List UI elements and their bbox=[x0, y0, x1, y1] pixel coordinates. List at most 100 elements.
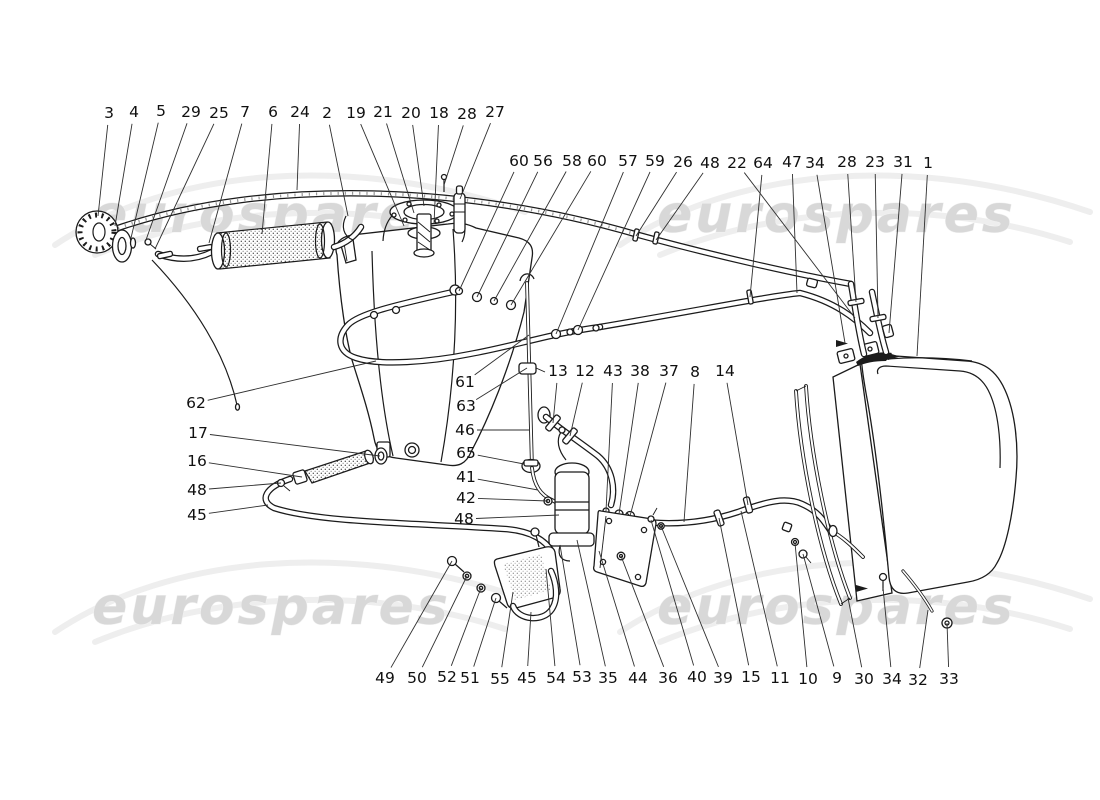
leader-line-9 bbox=[802, 553, 835, 667]
leader-line-47 bbox=[792, 173, 798, 294]
leader-line-60 bbox=[510, 171, 592, 306]
leader-line-48 bbox=[655, 172, 704, 241]
leader-line-63 bbox=[475, 367, 528, 401]
leader-line-33 bbox=[946, 622, 950, 668]
callout-label-21: 21 bbox=[373, 103, 393, 121]
callout-label-3: 3 bbox=[104, 104, 114, 122]
fuel-line-to-right-tank bbox=[596, 289, 874, 337]
leader-line-2 bbox=[328, 124, 349, 217]
pipe-clip bbox=[632, 228, 640, 242]
leader-line-11 bbox=[740, 510, 778, 667]
callout-label-2: 2 bbox=[322, 104, 332, 122]
hose-clamp bbox=[156, 250, 174, 260]
leader-line-37 bbox=[629, 382, 667, 517]
callout-label-52: 52 bbox=[437, 668, 457, 686]
callout-label-20: 20 bbox=[401, 104, 421, 122]
leader-line-24 bbox=[296, 123, 300, 191]
leader-line-7 bbox=[208, 123, 243, 244]
leader-line-62 bbox=[207, 360, 377, 401]
leader-line-54 bbox=[545, 568, 556, 667]
union-fitting bbox=[369, 310, 379, 320]
leader-line-41 bbox=[477, 478, 539, 491]
leader-line-17 bbox=[209, 434, 381, 457]
watermark-text: eurospares bbox=[92, 577, 451, 637]
swoosh-curve bbox=[92, 596, 508, 645]
callout-label-17: 17 bbox=[188, 424, 208, 442]
leader-line-43 bbox=[605, 382, 613, 512]
callout-label-13: 13 bbox=[548, 362, 568, 380]
leader-line-23 bbox=[874, 173, 879, 319]
watermark-text: eurospares bbox=[657, 577, 1016, 637]
fuel-filter bbox=[446, 527, 561, 622]
swoosh-curve bbox=[617, 172, 1093, 248]
callout-label-23: 23 bbox=[865, 153, 885, 171]
leader-line-56 bbox=[476, 171, 539, 298]
leader-line-3 bbox=[97, 124, 109, 217]
leader-line-48 bbox=[208, 482, 282, 490]
leader-line-1 bbox=[916, 174, 928, 357]
pump-wire-terminal bbox=[558, 426, 566, 434]
callout-label-8: 8 bbox=[690, 363, 700, 381]
callout-label-41: 41 bbox=[456, 468, 476, 486]
callout-label-15: 15 bbox=[741, 668, 761, 686]
callout-label-30: 30 bbox=[854, 670, 874, 688]
callout-label-28: 28 bbox=[837, 153, 857, 171]
callout-label-59: 59 bbox=[645, 152, 665, 170]
leader-line-49 bbox=[390, 560, 453, 668]
callout-label-45: 45 bbox=[187, 506, 207, 524]
leader-line-60 bbox=[458, 171, 515, 292]
leader-line-19 bbox=[360, 123, 405, 227]
callout-label-31: 31 bbox=[893, 153, 913, 171]
leader-line-4 bbox=[114, 123, 133, 227]
leader-line-18 bbox=[433, 124, 439, 225]
callout-label-11: 11 bbox=[770, 669, 790, 687]
overflow-tube bbox=[151, 259, 238, 406]
leader-line-21 bbox=[386, 123, 415, 214]
union-fitting bbox=[566, 328, 574, 336]
leader-line-25 bbox=[154, 123, 215, 250]
callout-label-27: 27 bbox=[485, 103, 505, 121]
leader-line-12 bbox=[569, 382, 583, 437]
leader-line-42 bbox=[477, 497, 549, 502]
callout-label-48: 48 bbox=[187, 481, 207, 499]
callout-label-26: 26 bbox=[673, 153, 693, 171]
leader-line-35 bbox=[576, 539, 606, 667]
callout-label-6: 6 bbox=[268, 103, 278, 121]
leader-line-30 bbox=[847, 597, 863, 668]
callout-label-39: 39 bbox=[713, 669, 733, 687]
callout-label-14: 14 bbox=[715, 362, 735, 380]
leader-line-45 bbox=[208, 504, 269, 514]
leader-line-13 bbox=[552, 382, 558, 424]
leader-line-16 bbox=[208, 462, 303, 478]
leader-line-52 bbox=[450, 587, 482, 666]
leader-line-6 bbox=[261, 123, 273, 235]
leader-line-57 bbox=[555, 171, 624, 335]
callout-label-40: 40 bbox=[687, 668, 707, 686]
filler-elbow bbox=[342, 215, 354, 241]
pump-bracket bbox=[592, 507, 665, 588]
callout-label-36: 36 bbox=[658, 669, 678, 687]
leader-line-65 bbox=[477, 454, 525, 465]
swoosh-curve bbox=[617, 559, 1093, 635]
leader-line-14 bbox=[726, 382, 749, 506]
callout-label-60: 60 bbox=[509, 152, 529, 170]
callout-label-63: 63 bbox=[456, 397, 476, 415]
callout-label-48: 48 bbox=[454, 510, 474, 528]
callout-label-38: 38 bbox=[630, 362, 650, 380]
leader-line-36 bbox=[620, 555, 665, 667]
callout-label-16: 16 bbox=[187, 452, 207, 470]
callout-label-34: 34 bbox=[805, 154, 825, 172]
direction-arrow bbox=[888, 353, 900, 360]
direction-arrow bbox=[836, 340, 848, 347]
leader-line-34 bbox=[882, 587, 892, 668]
callout-label-57: 57 bbox=[618, 152, 638, 170]
leader-line-29 bbox=[145, 123, 188, 241]
callout-label-33: 33 bbox=[939, 670, 959, 688]
callout-label-5: 5 bbox=[156, 102, 166, 120]
callout-label-24: 24 bbox=[290, 103, 310, 121]
vent-pipe-assembly bbox=[114, 190, 855, 411]
callout-label-29: 29 bbox=[181, 103, 201, 121]
callout-label-48: 48 bbox=[700, 154, 720, 172]
pipe-bracket bbox=[805, 277, 819, 289]
